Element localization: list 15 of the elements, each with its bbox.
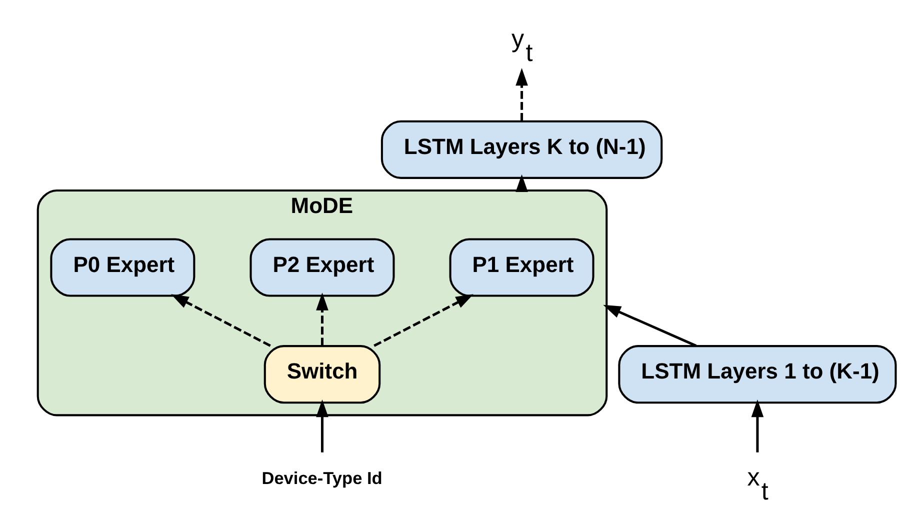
arrow [603, 304, 697, 347]
arrow [170, 294, 271, 347]
node-box: P1 Expert [449, 238, 594, 297]
arrow [516, 68, 528, 121]
arrow [316, 400, 328, 452]
node-box: Switch [264, 345, 381, 404]
arrow [751, 400, 764, 452]
node-box: LSTM Layers 1 to (K-1) [618, 345, 897, 404]
node-box: P0 Expert [50, 238, 196, 297]
arrow [316, 292, 328, 346]
arrow [374, 294, 474, 347]
arrow [516, 174, 528, 192]
node-text: Device-Type Id [262, 468, 382, 488]
node-box: P2 Expert [250, 238, 395, 297]
node-box: LSTM Layers K to (N-1) [380, 120, 663, 179]
